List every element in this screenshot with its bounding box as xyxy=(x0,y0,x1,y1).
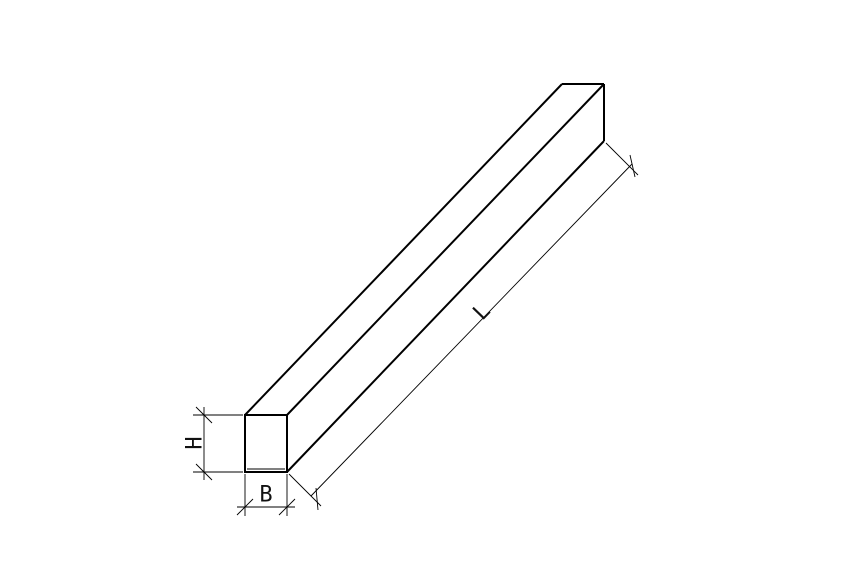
width-tick-right xyxy=(278,498,296,516)
beam-top-left-edge xyxy=(244,83,563,416)
length-extension-far xyxy=(605,142,639,176)
length-tick-far xyxy=(629,154,636,178)
beam-front-face xyxy=(244,414,288,473)
beam-bottom-right-edge xyxy=(286,140,605,473)
height-tick-bottom xyxy=(195,463,213,481)
width-dimension: B xyxy=(236,474,296,516)
beam-body xyxy=(244,83,605,473)
height-tick-top xyxy=(195,406,213,424)
height-dimension: H xyxy=(183,406,243,481)
beam-top-right-edge xyxy=(286,83,605,416)
width-label: B xyxy=(259,483,272,508)
height-label: H xyxy=(183,436,208,449)
length-tick-near xyxy=(315,487,319,511)
length-extension-near xyxy=(288,473,322,507)
length-dimension-line xyxy=(310,163,633,497)
length-label: L xyxy=(468,299,495,326)
width-tick-left xyxy=(236,498,254,516)
length-dimension: L xyxy=(288,142,639,511)
